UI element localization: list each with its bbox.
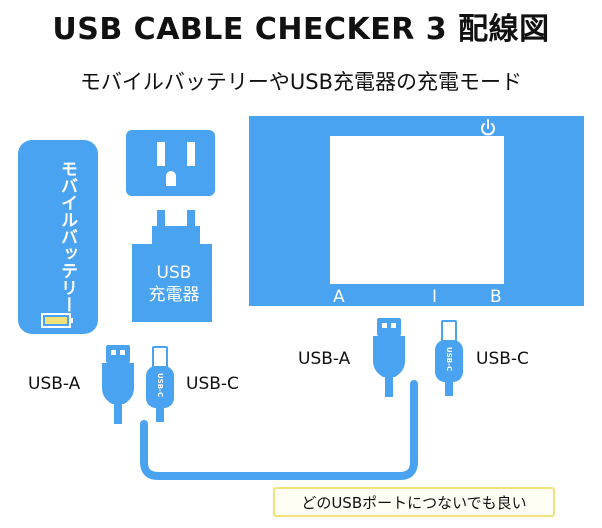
page-title: USB CABLE CHECKER 3 配線図 [52,12,550,47]
outlet-icon [126,130,215,196]
screen-label-b: B [490,287,502,307]
page-subtitle: モバイルバッテリーやUSB充電器の充電モード [79,70,523,94]
right-usb-c-plug-text: USB-C [445,347,453,372]
battery-level-icon [41,313,73,328]
right-usb-a-label: USB-A [298,349,351,369]
note-box: どのUSBポートにつないでも良い [273,487,555,517]
screen-label-i: I [432,287,438,307]
left-usb-c-plug [146,346,174,422]
left-usb-a-plug [102,345,134,424]
checker-screen [330,136,504,284]
battery-label: モバイルバッテリー [57,160,77,313]
usb-charger [132,226,212,322]
mobile-battery [18,140,98,334]
plug-icon [157,210,195,236]
power-icon [481,119,495,136]
charger-label-line1: USB [156,263,192,283]
note-text: どのUSBポートにつないでも良い [301,493,527,512]
left-usb-c-plug-text: USB-C [156,373,164,398]
screen-label-a: A [333,287,345,307]
right-usb-c-label: USB-C [476,349,529,369]
charger-label: USB 充電器 [134,262,214,306]
charger-label-line2: 充電器 [148,285,200,305]
right-usb-a-plug [373,318,405,397]
left-usb-c-label: USB-C [186,374,239,394]
right-usb-c-plug [435,320,463,396]
left-usb-a-label: USB-A [28,374,81,394]
connecting-cable [140,380,418,480]
